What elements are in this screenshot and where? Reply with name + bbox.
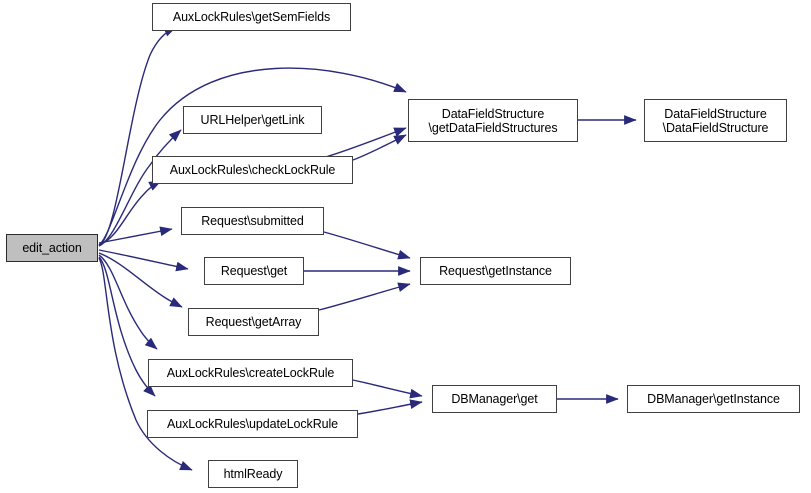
graph-node-dbManagerGetInstance[interactable]: DBManager\getInstance <box>627 385 800 413</box>
graph-node-checkLockRule[interactable]: AuxLockRules\checkLockRule <box>152 156 353 184</box>
graph-node-label: DBManager\get <box>451 392 538 406</box>
graph-node-htmlReady[interactable]: htmlReady <box>208 460 298 488</box>
graph-node-getDataFieldStructures[interactable]: DataFieldStructure \getDataFieldStructur… <box>408 99 578 142</box>
graph-node-dbManagerGet[interactable]: DBManager\get <box>432 385 557 413</box>
graph-edge-edit_action-to-requestGet <box>98 249 189 272</box>
graph-node-label: Request\getInstance <box>439 264 552 278</box>
graph-node-label: AuxLockRules\createLockRule <box>166 366 335 380</box>
graph-node-getSemFields[interactable]: AuxLockRules\getSemFields <box>152 3 351 31</box>
graph-node-label: Request\submitted <box>201 214 304 228</box>
graph-edge-edit_action-to-submitted <box>98 226 173 244</box>
graph-node-getArray[interactable]: Request\getArray <box>188 308 319 336</box>
graph-node-label: DataFieldStructure \getDataFieldStructur… <box>428 106 558 135</box>
graph-edge-checkLockRule-to-getDataFieldStructures <box>352 134 407 161</box>
graph-node-createLockRule[interactable]: AuxLockRules\createLockRule <box>148 359 353 387</box>
graph-edge-edit_action-to-getDataFieldStructures <box>98 67 407 246</box>
graph-node-label: Request\getArray <box>205 315 302 329</box>
graph-node-label: DataFieldStructure \DataFieldStructure <box>662 106 769 135</box>
graph-node-label: AuxLockRules\checkLockRule <box>169 163 336 177</box>
graph-edge-edit_action-to-checkLockRule <box>98 180 162 246</box>
graph-node-requestGet[interactable]: Request\get <box>204 257 304 285</box>
graph-edge-edit_action-to-getArray <box>98 252 183 308</box>
graph-node-label: AuxLockRules\getSemFields <box>172 10 331 24</box>
graph-edge-getArray-to-requestGetInstance <box>318 282 411 311</box>
graph-edge-edit_action-to-getSemFields <box>98 26 177 247</box>
graph-node-submitted[interactable]: Request\submitted <box>181 207 324 235</box>
graph-edge-updateLockRule-to-dbManagerGet <box>357 399 423 415</box>
graph-node-getLink[interactable]: URLHelper\getLink <box>183 106 322 134</box>
graph-node-edit_action[interactable]: edit_action <box>6 234 98 262</box>
graph-edge-edit_action-to-getLink <box>98 129 182 247</box>
graph-edge-createLockRule-to-dbManagerGet <box>352 379 423 399</box>
graph-node-DataFieldStructure[interactable]: DataFieldStructure \DataFieldStructure <box>644 99 787 142</box>
graph-node-label: htmlReady <box>223 467 283 481</box>
graph-node-label: DBManager\getInstance <box>647 392 780 406</box>
graph-edge-submitted-to-requestGetInstance <box>323 231 411 260</box>
graph-node-updateLockRule[interactable]: AuxLockRules\updateLockRule <box>147 410 358 438</box>
graph-edge-edit_action-to-createLockRule <box>98 254 158 350</box>
graph-node-label: Request\get <box>220 264 288 278</box>
graph-edge-edit_action-to-htmlReady <box>98 257 193 471</box>
graph-node-requestGetInstance[interactable]: Request\getInstance <box>420 257 571 285</box>
graph-edge-edit_action-to-updateLockRule <box>98 256 156 397</box>
graph-edge-getLink-to-getDataFieldStructures <box>321 127 407 159</box>
graph-node-label: URLHelper\getLink <box>200 113 305 127</box>
graph-node-label: edit_action <box>22 241 82 255</box>
graph-node-label: AuxLockRules\updateLockRule <box>166 417 339 431</box>
